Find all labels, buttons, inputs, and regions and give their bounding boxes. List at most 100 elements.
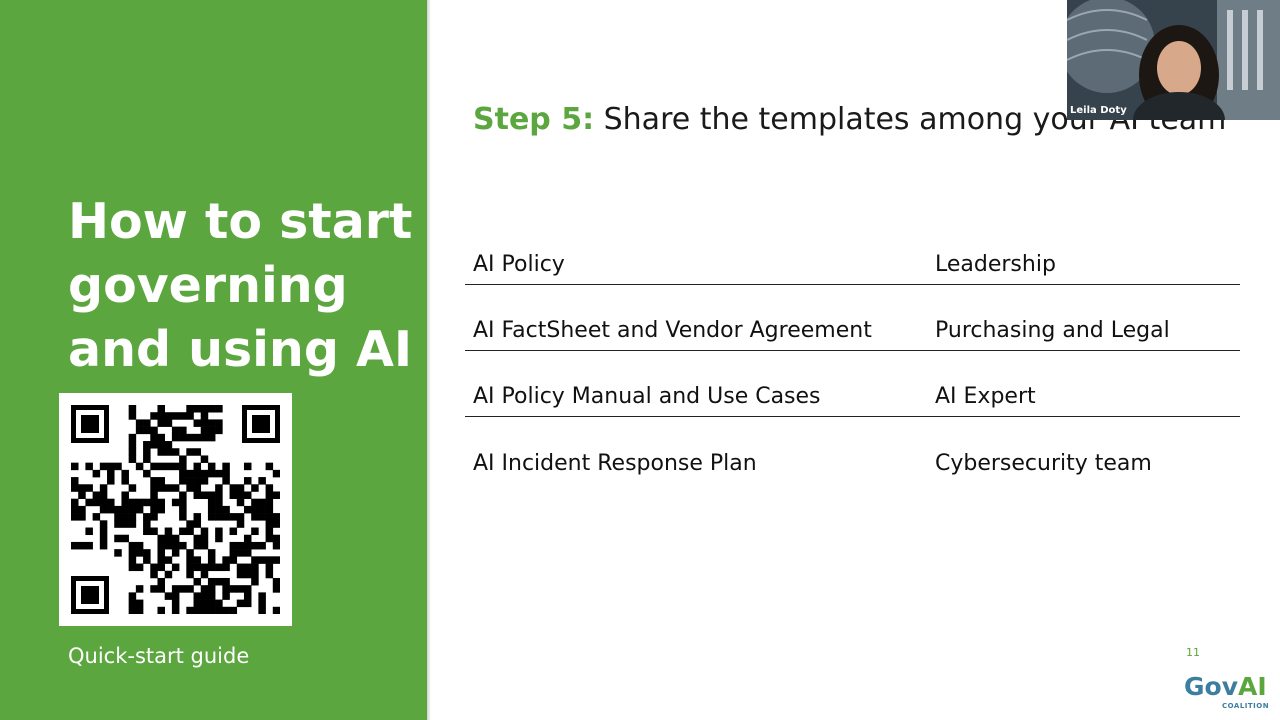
qr-module — [207, 498, 216, 507]
qr-module — [171, 426, 180, 435]
qr-module — [222, 577, 230, 586]
qr-module — [258, 541, 266, 550]
qr-module — [157, 433, 165, 442]
qr-module — [236, 570, 245, 579]
qr-module — [186, 585, 194, 593]
qr-module — [243, 570, 252, 579]
qr-module — [207, 462, 216, 471]
template-name: AI FactSheet and Vendor Agreement — [473, 318, 872, 343]
qr-module — [143, 527, 151, 536]
qr-module — [164, 592, 173, 600]
qr-module — [150, 563, 158, 572]
step-label: Step 5: — [473, 102, 595, 137]
qr-module — [99, 541, 108, 550]
qr-module — [107, 469, 115, 478]
qr-module — [236, 541, 245, 550]
qr-module — [215, 419, 223, 427]
qr-module — [243, 592, 252, 600]
qr-module — [222, 513, 230, 521]
qr-module — [157, 405, 165, 413]
qr-module — [135, 541, 144, 550]
qr-module — [243, 549, 252, 557]
qr-module — [193, 556, 202, 564]
qr-module — [272, 585, 280, 593]
qr-module — [200, 534, 209, 543]
qr-module — [258, 498, 266, 507]
qr-module — [207, 405, 216, 413]
qr-module — [229, 491, 238, 499]
qr-module — [114, 505, 122, 514]
qr-module — [107, 477, 115, 485]
qr-module — [265, 513, 274, 521]
qr-module — [186, 606, 194, 614]
qr-module — [157, 585, 165, 593]
qr-module — [114, 520, 122, 528]
qr-module — [99, 484, 108, 492]
qr-module — [265, 520, 274, 528]
qr-module — [251, 541, 259, 550]
qr-module — [150, 513, 158, 521]
qr-module — [207, 513, 216, 521]
qr-module — [207, 491, 216, 499]
qr-module — [78, 505, 86, 514]
qr-module — [215, 534, 223, 543]
qr-module — [171, 462, 180, 471]
qr-module — [150, 585, 158, 593]
qr-module — [186, 549, 194, 557]
qr-module — [207, 606, 216, 614]
qr-module — [251, 577, 259, 586]
qr-module — [150, 570, 158, 579]
qr-module — [236, 498, 245, 507]
qr-module — [128, 484, 137, 492]
qr-module — [157, 419, 165, 427]
qr-module — [200, 491, 209, 499]
participant-video-tile[interactable]: Leila Doty — [1067, 0, 1280, 120]
qr-module — [193, 448, 202, 456]
template-name: AI Policy — [473, 252, 565, 277]
qr-module — [143, 455, 151, 463]
qr-module — [229, 527, 238, 536]
qr-module — [207, 433, 216, 442]
qr-module — [179, 527, 187, 536]
qr-module — [121, 491, 129, 499]
qr-module — [200, 592, 209, 600]
qr-module — [78, 491, 86, 499]
qr-module — [251, 556, 259, 564]
qr-module — [215, 577, 223, 586]
qr-module — [71, 513, 79, 521]
qr-module — [243, 563, 252, 572]
template-name: AI Policy Manual and Use Cases — [473, 384, 821, 409]
qr-module — [272, 469, 280, 478]
qr-module — [150, 527, 158, 536]
qr-module — [179, 433, 187, 442]
qr-module — [121, 469, 129, 478]
qr-module — [99, 520, 108, 528]
qr-module — [193, 563, 202, 572]
qr-module — [200, 570, 209, 579]
qr-module — [135, 462, 144, 471]
qr-module — [243, 491, 252, 499]
qr-module — [222, 606, 230, 614]
qr-module — [128, 455, 137, 463]
qr-module — [171, 433, 180, 442]
qr-module — [171, 541, 180, 550]
qr-module — [71, 484, 79, 492]
qr-module — [179, 462, 187, 471]
qr-module — [215, 505, 223, 514]
qr-module — [78, 513, 86, 521]
qr-module — [265, 505, 274, 514]
qr-module — [193, 577, 202, 586]
qr-module — [243, 599, 252, 608]
qr-module — [92, 469, 101, 478]
qr-module — [150, 484, 158, 492]
qr-module — [128, 541, 137, 550]
qr-module — [229, 556, 238, 564]
qr-module — [265, 556, 274, 564]
template-owner: Purchasing and Legal — [935, 318, 1170, 343]
qr-module — [215, 484, 223, 492]
qr-module — [265, 491, 274, 499]
qr-module — [128, 556, 137, 564]
template-owner: AI Expert — [935, 384, 1036, 409]
logo-ai-text: AI — [1238, 672, 1267, 701]
qr-module — [71, 505, 79, 514]
